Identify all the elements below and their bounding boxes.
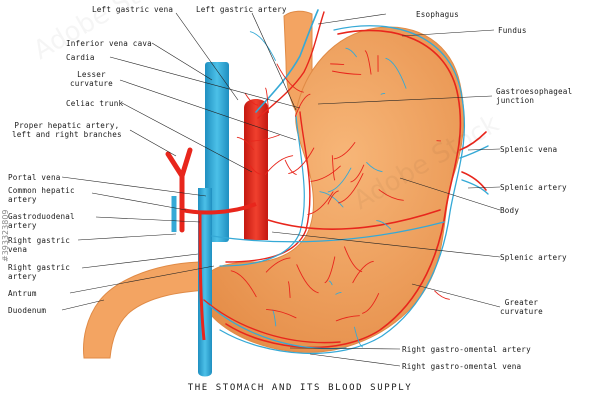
lesser-curvature-artery [225,111,311,263]
left-gastric-vena-path [255,9,319,113]
svg-text:Adobe Stock: Adobe Stock [29,0,185,66]
label-portal-vena: Portal vena [8,173,61,182]
label-left-gastric-vena: Left gastric vena [92,5,174,14]
label-celiac-trunk: Celiac trunk [66,99,124,108]
stomach-shape [200,26,465,353]
splenic-vena-branches [459,145,489,195]
label-splenic-vena: Splenic vena [500,145,558,154]
label-inferior-vena-cava: Inferior vena cava [66,39,152,48]
label-antrum: Antrum [8,289,37,298]
label-duodenum: Duodenum [8,306,47,315]
label-body: Body [500,206,520,215]
label-left-gastric-artery: Left gastric artery [196,5,287,14]
label-cardia: Cardia [66,53,95,62]
svg-text:Adobe Stock: Adobe Stock [349,109,505,216]
right-gastro-omental-artery-path [203,299,341,344]
label-splenic-artery-lower: Splenic artery [500,253,567,262]
label-right-gastric-artery: Right gastric artery [8,263,71,281]
splenic-vena-path [211,221,445,243]
greater-curvature-artery [225,29,462,349]
greater-curvature-vena [219,25,466,355]
label-lesser-curvature: Lesser curvature [70,70,113,88]
diagram-title: THE STOMACH AND ITS BLOOD SUPPLY [187,383,413,393]
duodenum-shape [83,261,207,359]
label-right-gastro-omental-artery: Right gastro-omental artery [402,345,531,354]
label-gastroduodenal-artery: Gastroduodenal artery [8,212,75,230]
label-greater-curvature: Greater curvature [500,298,543,316]
label-esophagus: Esophagus [416,10,459,19]
splenic-artery-branches [459,131,487,191]
label-gastroesophageal-junction: Gastroesophageal junction [496,87,573,105]
splenic-artery-path [267,209,441,230]
label-right-gastro-omental-vena: Right gastro-omental vena [402,362,522,371]
label-right-gastric-vena: Right gastric vena [8,236,71,254]
label-proper-hepatic-artery: Proper hepatic artery, left and right br… [12,121,122,139]
common-hepatic-artery-shape [181,202,257,215]
label-fundus: Fundus [498,26,527,35]
lesser-curvature-vena [219,115,305,267]
left-gastric-artery-path [257,11,325,119]
label-common-hepatic-artery: Common hepatic artery [8,186,75,204]
label-splenic-artery-upper: Splenic artery [500,183,567,192]
